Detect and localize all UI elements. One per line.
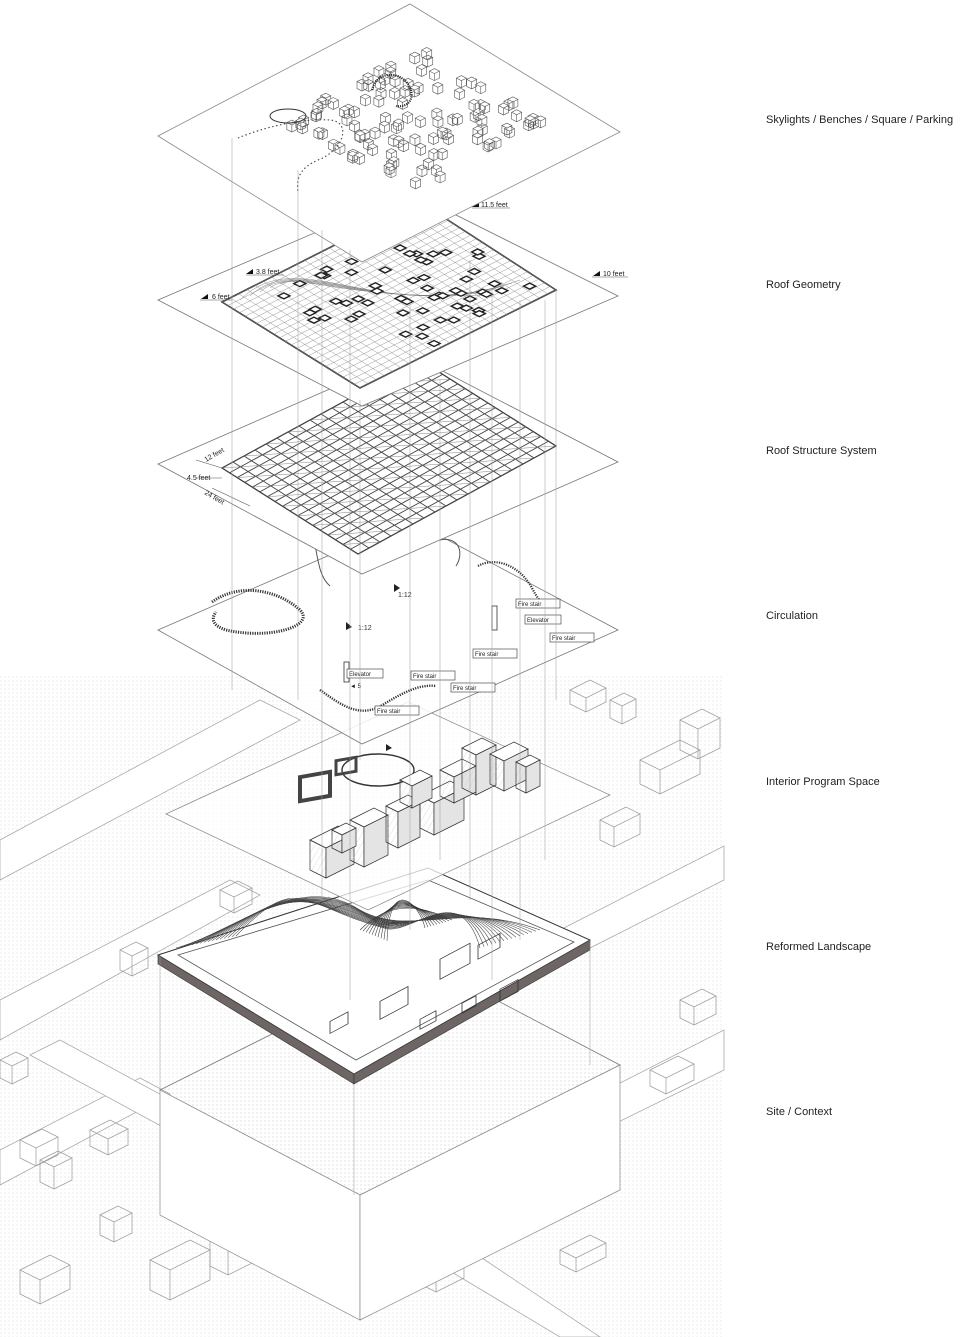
label-skylights: Skylights / Benches / Square / Parking (766, 114, 954, 126)
svg-text:3.8 feet: 3.8 feet (256, 269, 279, 276)
label-interior-program: Interior Program Space (766, 776, 880, 788)
circulation-tag (450, 682, 496, 693)
circulation-tag (524, 614, 562, 625)
circulation-tag-text: Fire stair (518, 602, 541, 608)
slope-label-1: 1:12 (398, 592, 412, 599)
slope-label-2: 1:12 (358, 625, 372, 632)
circulation-tag (346, 668, 384, 679)
svg-text:10 feet: 10 feet (603, 271, 624, 278)
circulation-tag-text: Fire stair (413, 674, 436, 680)
circulation-tag (472, 648, 518, 659)
circulation-tag (515, 598, 561, 609)
circulation-tag-text: Fire stair (453, 686, 476, 692)
label-roof-geometry: Roof Geometry (766, 279, 841, 291)
height-marker-3-8: 3.8 feet (246, 269, 284, 276)
svg-text:6 feet: 6 feet (212, 294, 230, 301)
dim-4-5-feet: 4.5 feet (187, 475, 210, 482)
elevator-ref: ◄ 5 (350, 684, 362, 690)
circulation-tag-text: Fire stair (377, 709, 400, 715)
circulation-tag (549, 632, 595, 643)
site-plinth-right (359, 1064, 621, 1321)
circulation-tag-text: Fire stair (552, 636, 575, 642)
circulation-tag (374, 705, 420, 716)
svg-text:11.5 feet: 11.5 feet (481, 202, 508, 209)
skylights-layer (157, 3, 621, 263)
height-marker-6: 6 feet (200, 294, 232, 301)
interior-program-layer (165, 701, 611, 911)
label-roof-structure: Roof Structure System (766, 445, 877, 457)
label-circulation: Circulation (766, 610, 818, 622)
circulation-tag-text: Elevator (527, 618, 549, 624)
label-reformed-landscape: Reformed Landscape (766, 941, 872, 953)
circulation-tag-text: Fire stair (475, 652, 498, 658)
height-marker-10: 10 feet (592, 271, 628, 278)
roof-structure-layer: 12 feet 4.5 feet 24 feet (157, 353, 619, 575)
projection-lines (159, 138, 591, 1195)
circulation-tag (410, 670, 456, 681)
label-site-context: Site / Context (766, 1106, 833, 1118)
reformed-landscape-layer (156, 867, 592, 1085)
